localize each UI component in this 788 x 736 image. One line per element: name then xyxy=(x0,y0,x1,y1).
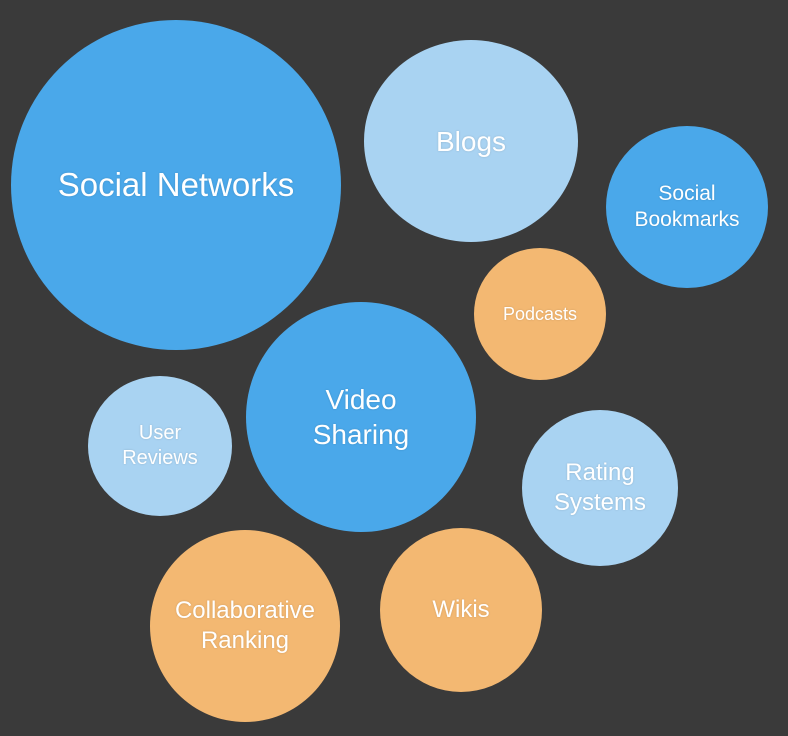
bubble-social-bookmarks: Social Bookmarks xyxy=(606,126,768,288)
bubble-label: Podcasts xyxy=(502,303,578,324)
bubble-podcasts: Podcasts xyxy=(474,248,606,380)
bubble-label: Blogs xyxy=(435,125,507,157)
bubble-video-sharing: Video Sharing xyxy=(246,302,476,532)
bubble-social-networks: Social Networks xyxy=(11,20,341,350)
bubble-collaborative-ranking: Collaborative Ranking xyxy=(150,530,340,722)
bubble-label: Wikis xyxy=(432,596,490,623)
bubble-wikis: Wikis xyxy=(380,528,542,692)
bubble-label: Video Sharing xyxy=(312,384,410,450)
bubble-label: User Reviews xyxy=(122,422,198,469)
bubble-blogs: Blogs xyxy=(364,40,578,242)
bubble-user-reviews: User Reviews xyxy=(88,376,232,516)
bubble-label: Social Bookmarks xyxy=(634,181,740,231)
bubble-label: Rating Systems xyxy=(553,459,646,516)
bubble-rating-systems: Rating Systems xyxy=(522,410,678,566)
bubble-label: Social Networks xyxy=(57,166,295,204)
bubble-label: Collaborative Ranking xyxy=(174,597,316,654)
